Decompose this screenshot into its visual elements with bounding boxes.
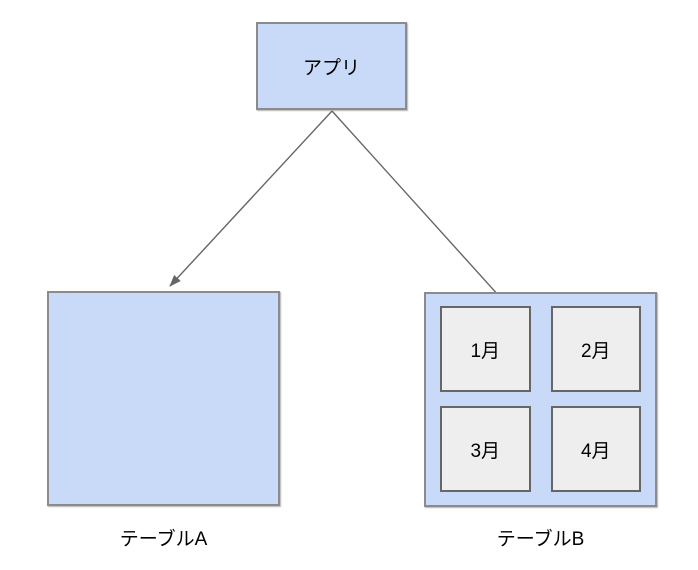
app-node-label: アプリ — [302, 57, 360, 79]
table-a-node — [47, 291, 280, 506]
table-b-cell-jan-label: 1月 — [470, 340, 501, 362]
table-a-caption: テーブルA — [119, 529, 208, 550]
table-b-node: 1月 2月 3月 4月 — [424, 292, 657, 507]
table-b-cell-apr: 4月 — [550, 406, 641, 492]
arrow-app-to-table-a — [169, 110, 333, 287]
table-b-cell-mar-label: 3月 — [470, 440, 501, 462]
table-b-caption: テーブルB — [496, 529, 585, 550]
app-node: アプリ — [256, 22, 407, 110]
table-b-cell-apr-label: 4月 — [580, 440, 611, 462]
table-b-cell-jan: 1月 — [440, 306, 531, 392]
table-b-cell-feb: 2月 — [550, 306, 641, 392]
table-b-cell-mar: 3月 — [440, 406, 531, 492]
table-b-cell-feb-label: 2月 — [580, 340, 611, 362]
